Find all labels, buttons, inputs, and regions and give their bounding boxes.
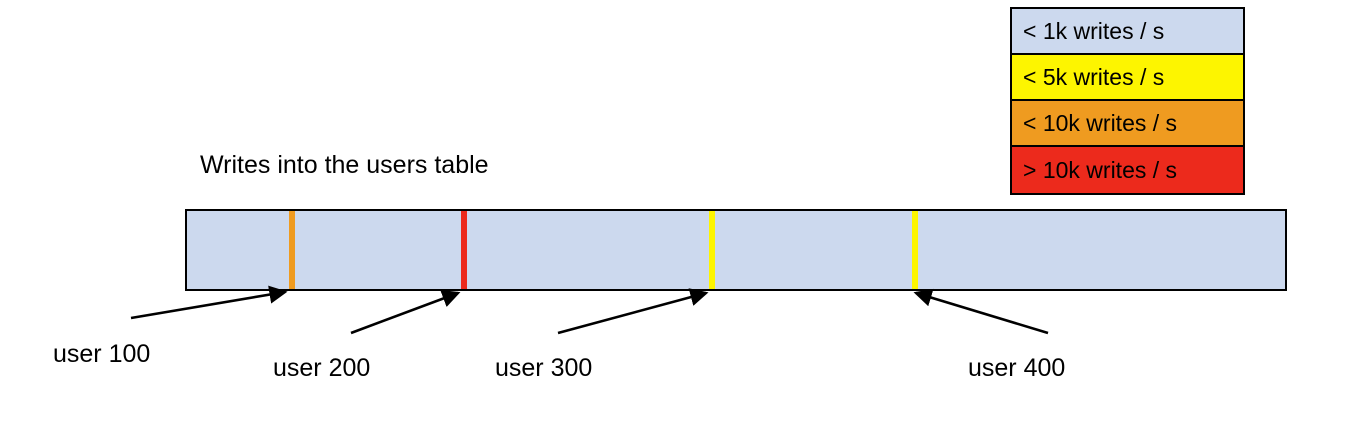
user-300-stripe (709, 211, 715, 289)
legend-row-under-10k: < 10k writes / s (1012, 101, 1243, 147)
legend-label-under-5k: < 5k writes / s (1023, 63, 1165, 90)
callout-label-user-300: user 300 (495, 354, 593, 382)
arrow-user-400 (913, 288, 1049, 335)
legend-row-under-1k: < 1k writes / s (1012, 9, 1243, 55)
user-400-stripe (912, 211, 918, 289)
arrow-user-300 (557, 288, 709, 335)
user-200-stripe (461, 211, 467, 289)
legend: < 1k writes / s < 5k writes / s < 10k wr… (1010, 7, 1245, 195)
chart-title: Writes into the users table (200, 151, 489, 179)
callout-label-user-100: user 100 (53, 340, 151, 368)
arrow-user-200 (350, 289, 461, 335)
legend-row-over-10k: > 10k writes / s (1012, 147, 1243, 193)
user-100-stripe (289, 211, 295, 289)
arrow-user-100 (130, 285, 288, 320)
legend-label-over-10k: > 10k writes / s (1023, 156, 1178, 183)
users-table-bar (185, 209, 1287, 291)
legend-label-under-10k: < 10k writes / s (1023, 109, 1178, 136)
callout-label-user-400: user 400 (968, 354, 1066, 382)
legend-row-under-5k: < 5k writes / s (1012, 55, 1243, 101)
callout-label-user-200: user 200 (273, 354, 371, 382)
legend-label-under-1k: < 1k writes / s (1023, 17, 1165, 44)
